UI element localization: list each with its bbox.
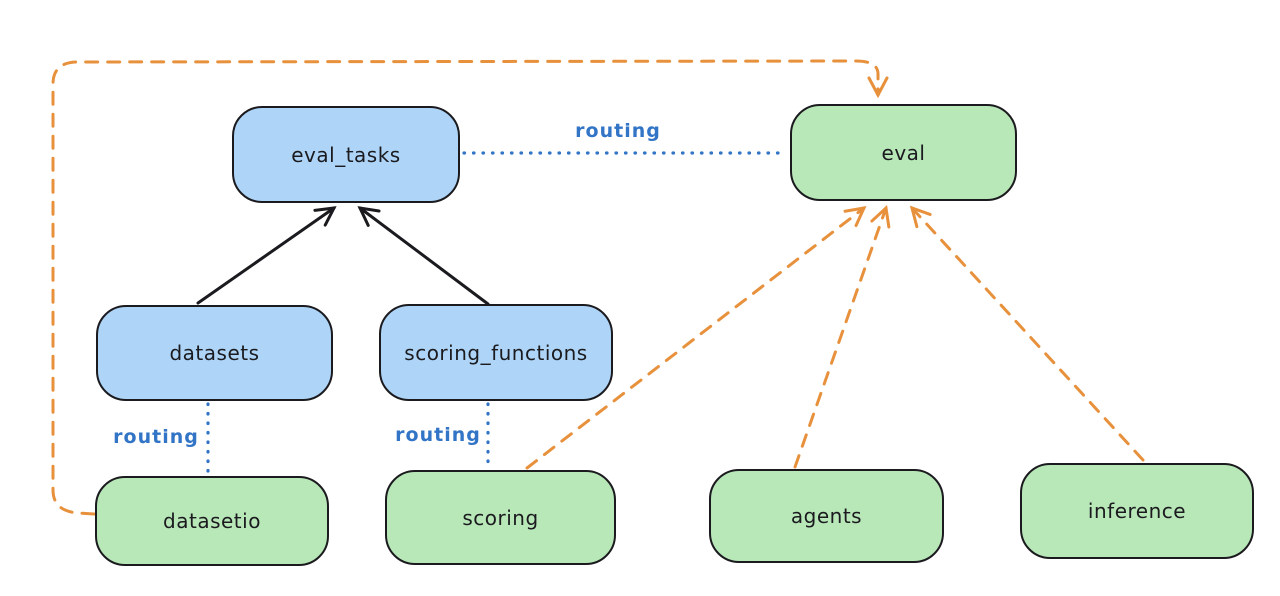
node-eval-tasks: eval_tasks xyxy=(232,106,460,203)
node-scoring-functions-label: scoring_functions xyxy=(404,340,588,365)
edge-agents-to-eval xyxy=(793,204,891,469)
node-scoring-functions: scoring_functions xyxy=(379,304,613,401)
node-scoring-label: scoring xyxy=(462,505,539,530)
node-inference-label: inference xyxy=(1087,499,1187,523)
edge-datasetio-to-eval xyxy=(51,59,889,516)
node-datasetio-label: datasetio xyxy=(163,509,261,533)
node-agents-label: agents xyxy=(790,504,863,528)
node-eval-label: eval xyxy=(881,140,926,165)
node-datasets-label: datasets xyxy=(169,341,260,365)
edge-scoring-to-eval xyxy=(525,206,867,470)
edge-scoring-functions-to-eval-tasks xyxy=(357,206,490,306)
node-agents: agents xyxy=(709,469,944,563)
node-datasetio: datasetio xyxy=(95,476,329,566)
routing-label-eval-tasks-eval: routing xyxy=(575,120,661,142)
edge-datasets-to-eval-tasks xyxy=(196,206,337,305)
node-scoring: scoring xyxy=(385,470,616,565)
edge-inference-to-eval xyxy=(909,205,1145,462)
routing-label-datasets-datasetio: routing xyxy=(113,426,199,448)
node-datasets: datasets xyxy=(96,305,333,401)
routing-label-scoring-functions-scoring: routing xyxy=(395,424,481,446)
node-inference: inference xyxy=(1020,463,1254,559)
node-eval-tasks-label: eval_tasks xyxy=(291,142,401,167)
node-eval: eval xyxy=(790,104,1017,201)
